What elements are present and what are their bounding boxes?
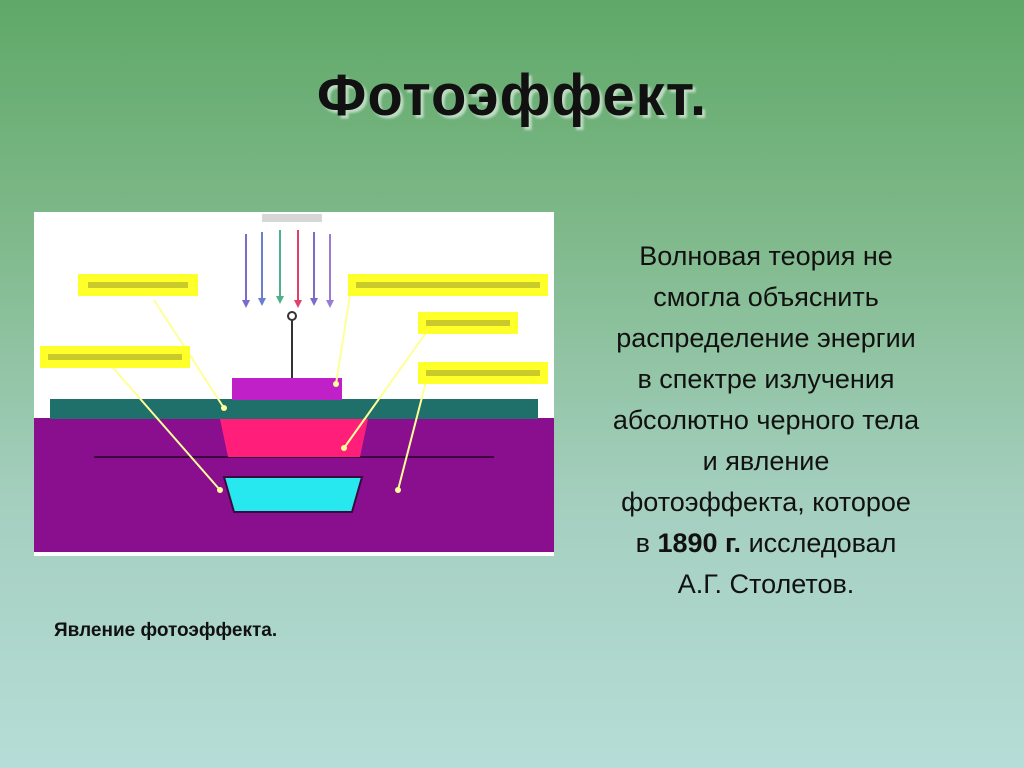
label-box-5 bbox=[418, 362, 548, 384]
description-line: в спектре излучения bbox=[637, 364, 895, 394]
photoeffect-diagram bbox=[34, 212, 554, 556]
label-box-2 bbox=[40, 346, 190, 368]
year-suffix: исследовал bbox=[741, 528, 897, 558]
description-line: Волновая теория не bbox=[639, 241, 893, 271]
description-line: фотоэффекта, которое bbox=[621, 487, 911, 517]
description-line: смогла объяснить bbox=[653, 282, 879, 312]
label-pointers bbox=[107, 281, 429, 491]
label-box-4 bbox=[418, 312, 518, 334]
description-line: и явление bbox=[702, 446, 830, 476]
diagram-labels bbox=[40, 274, 548, 384]
emitter-region bbox=[220, 419, 368, 457]
diagram-svg bbox=[34, 212, 554, 556]
description-text: Волновая теория не смогла объяснить расп… bbox=[560, 236, 972, 605]
photon-arrows bbox=[242, 230, 334, 308]
slide-title: Фотоэффект. bbox=[316, 63, 708, 128]
photon-label-blur bbox=[262, 214, 322, 222]
label-pointer-ends bbox=[217, 381, 401, 493]
year-value: 1890 г. bbox=[657, 528, 742, 558]
label-box-3 bbox=[348, 274, 548, 296]
label-box-1 bbox=[78, 274, 198, 296]
electrode-terminal bbox=[287, 311, 297, 321]
oxide-layer bbox=[50, 399, 538, 419]
description-line: А.Г. Столетов. bbox=[677, 569, 855, 599]
description-line: распределение энергии bbox=[616, 323, 916, 353]
base-region bbox=[222, 476, 364, 513]
top-contact bbox=[232, 378, 342, 400]
description-line: абсолютно черного тела bbox=[612, 405, 920, 435]
year-prefix: в bbox=[635, 528, 658, 558]
figure-caption: Явление фотоэффекта. bbox=[54, 620, 278, 641]
description-year-line: в 1890 г. исследовал bbox=[560, 523, 972, 564]
